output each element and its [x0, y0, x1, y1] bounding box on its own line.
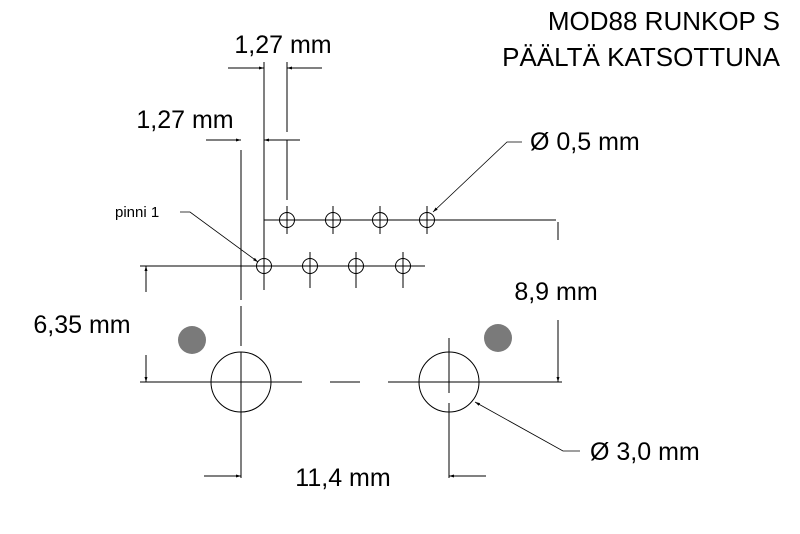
title-line-2: PÄÄLTÄ KATSOTTUNA — [502, 42, 781, 72]
leader-mount-diameter — [474, 401, 580, 452]
pin-row-top — [279, 206, 435, 234]
dim-mount-spacing: 11,4 mm — [295, 464, 390, 492]
mount-hole-right — [418, 351, 480, 413]
reference-dot-left — [178, 326, 206, 354]
dim-pin-diameter: Ø 0,5 mm — [530, 128, 640, 156]
dim-row-height: 8,9 mm — [514, 278, 597, 306]
dim-mount-diameter: Ø 3,0 mm — [590, 438, 700, 466]
leader-pin1 — [180, 211, 259, 263]
reference-dot-right — [484, 324, 512, 352]
title-line-1: MOD88 RUNKOP S — [548, 6, 780, 36]
label-pin1: pinni 1 — [115, 204, 159, 221]
dim-pitch-horizontal: 1,27 mm — [234, 31, 331, 59]
pin-row-bottom — [256, 252, 411, 288]
dim-pin1-height: 6,35 mm — [33, 311, 130, 339]
mount-hole-left — [210, 351, 272, 413]
dim-pitch-offset: 1,27 mm — [136, 106, 233, 134]
leader-pin-diameter — [432, 141, 522, 213]
